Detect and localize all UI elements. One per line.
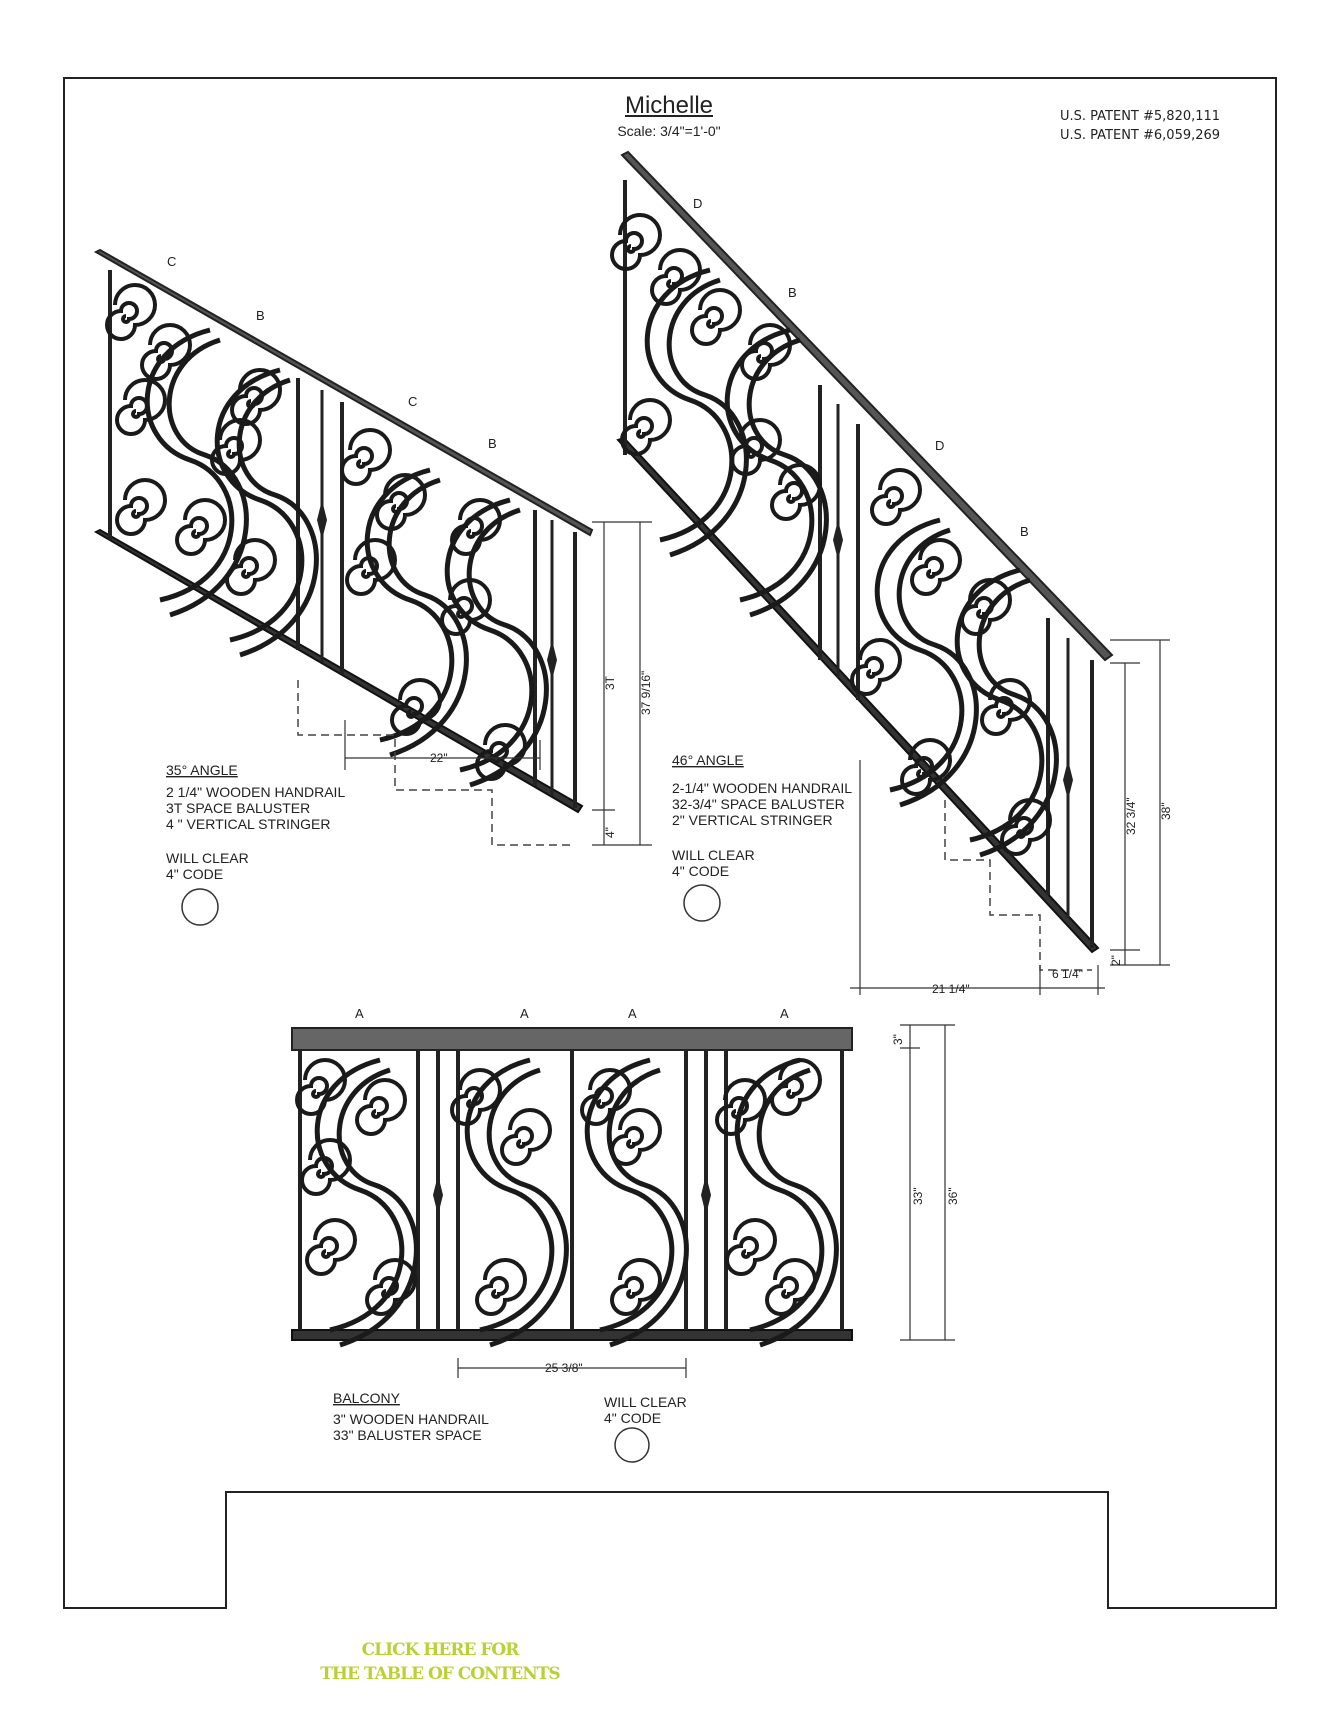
panel-46-spec: 32-3/4" SPACE BALUSTER bbox=[672, 796, 845, 812]
toc-link-line-1[interactable]: CLICK HERE FOR bbox=[361, 1640, 520, 1660]
dim-35-height: 37 9/16" bbox=[639, 671, 653, 715]
code-circle-balcony bbox=[614, 1427, 650, 1463]
sheet-border bbox=[63, 77, 1277, 1609]
balcony-spec: 33" BALUSTER SPACE bbox=[333, 1427, 482, 1443]
balcony-clear: WILL CLEAR bbox=[604, 1394, 687, 1410]
panel-46-clear: 4" CODE bbox=[672, 863, 729, 879]
balcony-clear: 4" CODE bbox=[604, 1410, 661, 1426]
dim-46-space: 32 3/4" bbox=[1124, 797, 1138, 835]
section-letter: B bbox=[788, 285, 797, 300]
section-letter: D bbox=[935, 438, 944, 453]
dim-balcony-height: 36" bbox=[946, 1187, 960, 1205]
panel-35-clear: 4" CODE bbox=[166, 866, 223, 882]
panel-35-spec: 4 " VERTICAL STRINGER bbox=[166, 816, 330, 832]
section-letter: B bbox=[256, 308, 265, 323]
dim-46-rise: 6 1/4" bbox=[1052, 967, 1083, 981]
section-letter: A bbox=[355, 1006, 364, 1021]
dim-35-tread: 22" bbox=[430, 751, 448, 765]
dim-balcony-width: 25 3/8" bbox=[545, 1361, 583, 1375]
dim-46-stringer: 2" bbox=[1109, 955, 1123, 966]
code-circle-35 bbox=[181, 888, 219, 926]
panel-46-drawing bbox=[610, 150, 1170, 995]
section-letter: B bbox=[488, 436, 497, 451]
panel-46-spec: 2-1/4" WOODEN HANDRAIL bbox=[672, 780, 852, 796]
balcony-drawing bbox=[291, 1024, 955, 1378]
section-letter: C bbox=[167, 254, 176, 269]
panel-35-drawing bbox=[93, 248, 652, 846]
toc-link-line-2[interactable]: THE TABLE OF CONTENTS bbox=[320, 1664, 560, 1684]
panel-35-spec: 2 1/4" WOODEN HANDRAIL bbox=[166, 784, 345, 800]
dim-balcony-rail: 3" bbox=[891, 1034, 905, 1045]
page-title: Michelle bbox=[624, 92, 714, 119]
section-letter: A bbox=[628, 1006, 637, 1021]
code-circle-46 bbox=[683, 884, 721, 922]
section-letter: A bbox=[520, 1006, 529, 1021]
section-letter: B bbox=[1020, 524, 1029, 539]
section-letter: A bbox=[780, 1006, 789, 1021]
dim-35-stringer: 4" bbox=[603, 827, 617, 838]
panel-46-clear: WILL CLEAR bbox=[672, 847, 755, 863]
panel-46-spec: 2" VERTICAL STRINGER bbox=[672, 812, 833, 828]
panel-35-clear: WILL CLEAR bbox=[166, 850, 249, 866]
patent-number: U.S. PATENT #6,059,269 bbox=[1060, 128, 1221, 143]
panel-35-spec: 3T SPACE BALUSTER bbox=[166, 800, 310, 816]
section-letter: C bbox=[408, 394, 417, 409]
panel-35-heading: 35° ANGLE bbox=[166, 762, 238, 778]
dim-46-run: 21 1/4" bbox=[932, 982, 970, 996]
dim-46-height: 38" bbox=[1159, 802, 1173, 820]
patent-number: U.S. PATENT #5,820,111 bbox=[1060, 109, 1221, 124]
section-letter: D bbox=[693, 196, 702, 211]
drawing-scale: Scale: 3/4"=1'-0" bbox=[617, 123, 721, 139]
balcony-spec: 3" WOODEN HANDRAIL bbox=[333, 1411, 489, 1427]
balcony-heading: BALCONY bbox=[333, 1390, 401, 1406]
dim-balcony-space: 33" bbox=[911, 1187, 925, 1205]
panel-46-heading: 46° ANGLE bbox=[672, 752, 744, 768]
dim-35-space: 3T bbox=[603, 675, 617, 690]
